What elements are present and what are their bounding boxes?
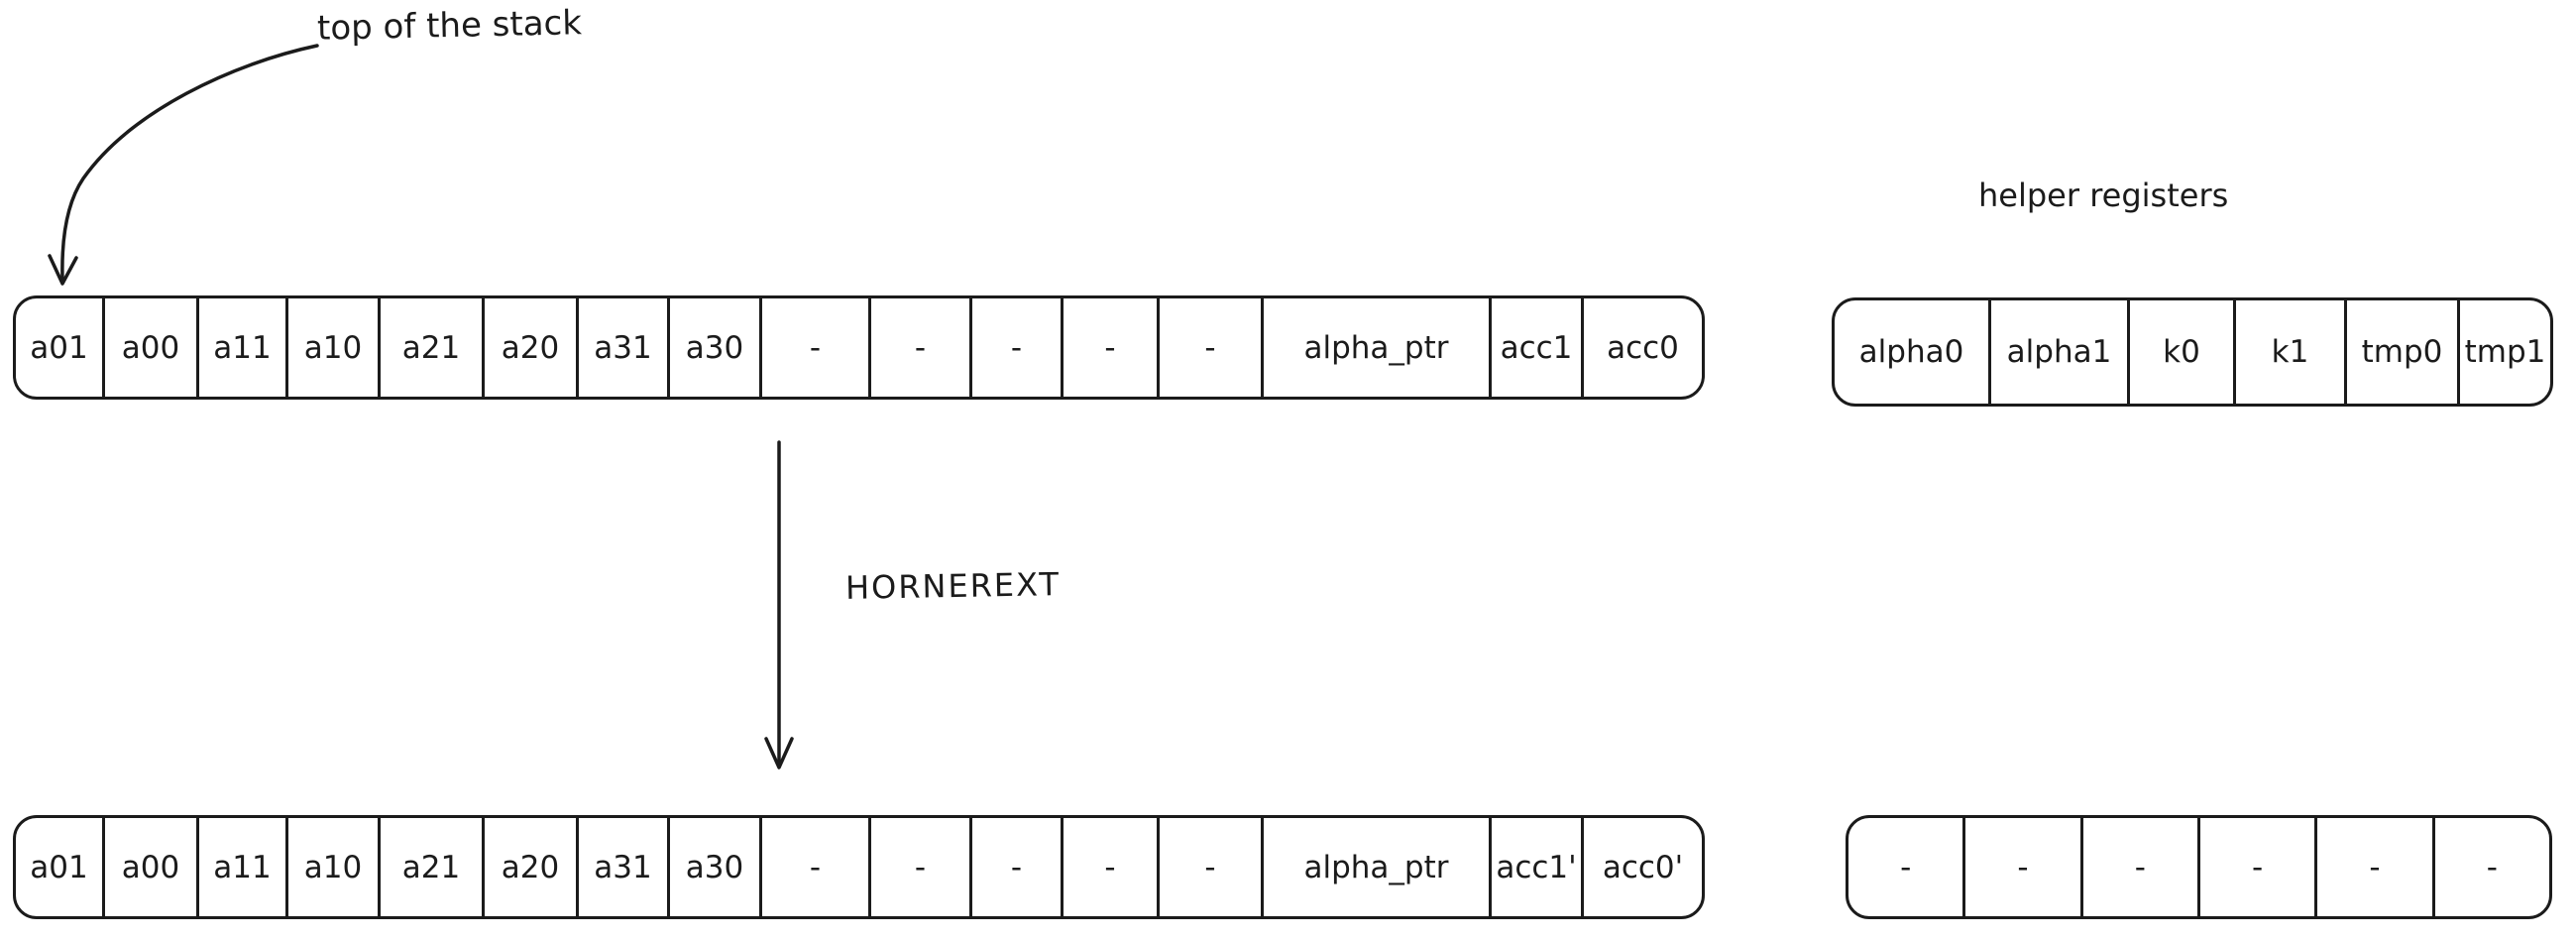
stack-cell: - [1064,298,1160,397]
stack-cell: acc1 [1492,298,1584,397]
stack-cell: a10 [288,298,381,397]
stack-cell: a11 [199,818,288,916]
register-cell: k1 [2236,300,2347,404]
stack-cell: acc0 [1607,329,1679,366]
stack-cell: - [1160,298,1264,397]
register-cell: - [2200,818,2318,916]
hornerext-arrow [764,440,794,769]
stack-cell: a21 [381,818,485,916]
register-cell: - [2486,849,2498,885]
stack-cell: a10 [288,818,381,916]
register-cell: - [1965,818,2083,916]
stack-cell: - [1064,818,1160,916]
stack-cell: - [762,818,871,916]
register-cell: tmp0 [2347,300,2460,404]
stack-cell: a30 [670,818,762,916]
register-cell: alpha1 [1991,300,2130,404]
top-of-stack-arrow [48,44,319,286]
stack-cell: a21 [381,298,485,397]
stack-cell: a20 [485,818,579,916]
top-of-stack-label: top of the stack [316,3,583,49]
register-cell: tmp1 [2464,334,2546,370]
stack-cell: a01 [16,818,105,916]
stack-cell: alpha_ptr [1264,818,1492,916]
stack-cell: - [972,818,1064,916]
register-cell: alpha0 [1835,300,1991,404]
stack-cell: a30 [670,298,762,397]
stack-cell: - [871,818,972,916]
operation-label: HORNEREXT [844,565,1062,607]
stack-cell: - [871,298,972,397]
helper-registers-label: helper registers [1978,177,2229,214]
stack-before: a01 a00 a11 a10 a21 a20 a31 a30 - - - - … [13,295,1705,400]
helper-registers-before: alpha0 alpha1 k0 k1 tmp0 tmp1 [1832,297,2553,407]
stack-cell: a00 [105,298,199,397]
stack-cell: acc1' [1492,818,1584,916]
stack-cell: acc0' [1602,849,1684,885]
stack-cell: a00 [105,818,199,916]
register-cell: - [2317,818,2435,916]
register-cell: - [2083,818,2200,916]
stack-cell: a31 [579,298,670,397]
register-cell: - [1848,818,1966,916]
register-cell: k0 [2130,300,2236,404]
stack-after: a01 a00 a11 a10 a21 a20 a31 a30 - - - - … [13,815,1705,919]
stack-cell: - [1160,818,1264,916]
stack-cell: - [972,298,1064,397]
stack-cell: a31 [579,818,670,916]
stack-cell: alpha_ptr [1264,298,1492,397]
stack-cell: a01 [16,298,105,397]
stack-cell: a20 [485,298,579,397]
helper-registers-after: - - - - - - [1846,815,2552,919]
stack-cell: a11 [199,298,288,397]
stack-cell: - [762,298,871,397]
